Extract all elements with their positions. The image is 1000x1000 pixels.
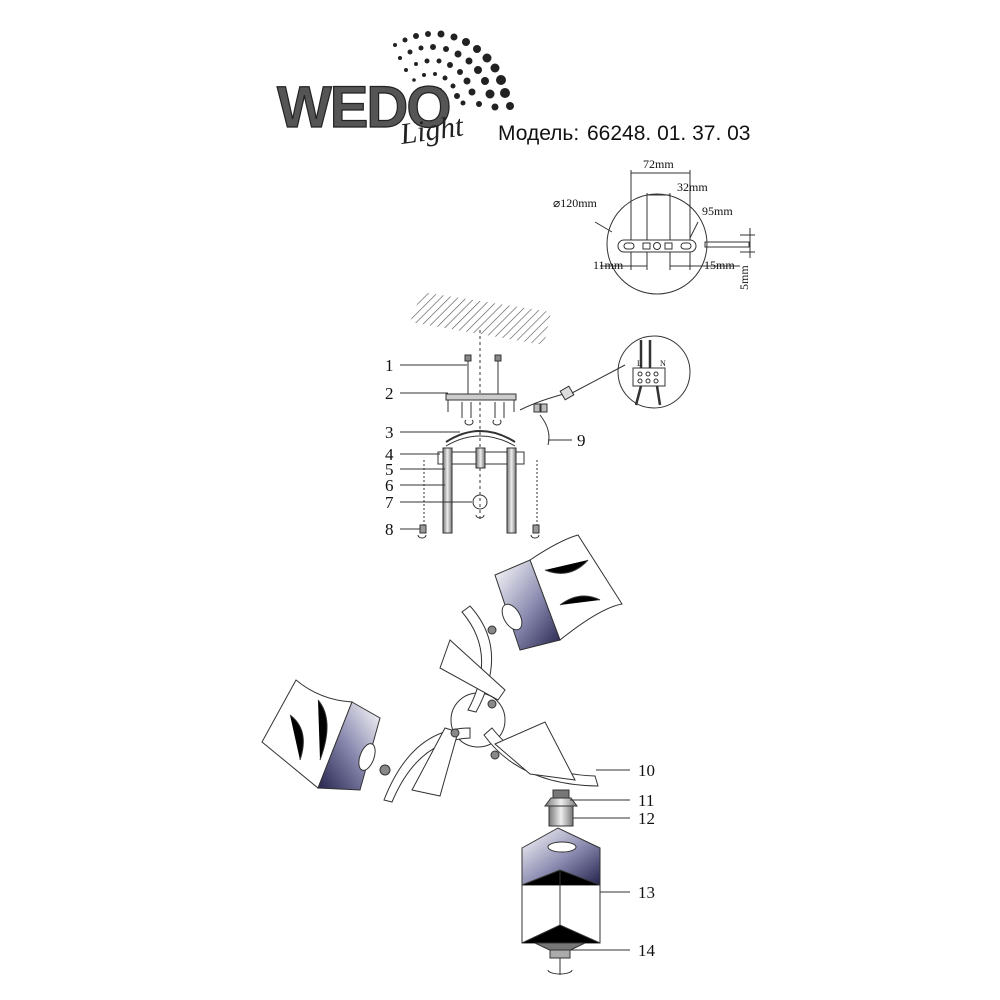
mounting-bar <box>617 239 697 253</box>
terminal-zoom-circle <box>617 335 691 409</box>
mount-bar <box>445 393 517 401</box>
callout-14: 14 <box>638 941 656 960</box>
upper-callout-leaders <box>400 364 572 530</box>
terminal-n-label: N <box>660 359 666 368</box>
fixture-assembly <box>261 534 623 975</box>
lamp-socket <box>544 789 578 827</box>
bar-side-profile <box>704 241 750 248</box>
callout-12: 12 <box>638 809 655 828</box>
glass-shade-top <box>494 534 623 651</box>
ceiling-screw-right <box>494 354 502 396</box>
brand-logo: WEDO Light <box>276 30 514 151</box>
model-number: 66248. 01. 37. 03 <box>587 122 750 145</box>
glass-shade-left <box>261 679 381 791</box>
exploded-mount-assembly <box>417 330 691 539</box>
center-nut <box>472 494 488 510</box>
callout-13: 13 <box>638 883 655 902</box>
logo-dot-swirl <box>393 30 514 111</box>
terminal-l-label: L <box>637 359 642 368</box>
logo-brand-text: WEDO <box>277 75 449 140</box>
ceiling-hatch <box>410 292 551 345</box>
callout-numbers: 1 2 3 4 5 6 7 8 9 10 11 12 13 14 <box>385 356 656 960</box>
callout-4: 4 <box>385 445 394 464</box>
threaded-rod-center <box>475 447 486 469</box>
dim-diameter-120: ⌀120mm <box>553 196 598 210</box>
callout-1: 1 <box>385 356 394 375</box>
mounting-plate-detail <box>594 170 755 295</box>
callout-9: 9 <box>577 431 586 450</box>
canopy <box>445 430 516 443</box>
callout-7: 7 <box>385 493 394 512</box>
dim-11: 11mm <box>593 258 624 272</box>
dim-32: 32mm <box>677 180 708 194</box>
dim-72: 72mm <box>643 157 674 171</box>
callout-5: 5 <box>385 460 394 479</box>
callout-11: 11 <box>638 791 654 810</box>
terminal-block <box>632 367 666 387</box>
lower-callout-leaders <box>570 769 630 951</box>
callout-8: 8 <box>385 520 394 539</box>
threaded-rod-left <box>442 447 453 534</box>
threaded-rod-right <box>506 447 517 534</box>
dim-95: 95mm <box>702 204 733 218</box>
callout-2: 2 <box>385 384 394 403</box>
callout-3: 3 <box>385 423 394 442</box>
callout-6: 6 <box>385 476 394 495</box>
finial-nut <box>547 949 573 975</box>
dim-5: 5mm <box>737 265 751 290</box>
glass-shade-bottom <box>521 827 601 956</box>
ceiling-screw-left <box>464 354 472 396</box>
callout-10: 10 <box>638 761 655 780</box>
model-label: Модель: <box>498 122 579 145</box>
dim-15: 15mm <box>704 258 735 272</box>
ceiling-plate-circle <box>606 193 708 295</box>
